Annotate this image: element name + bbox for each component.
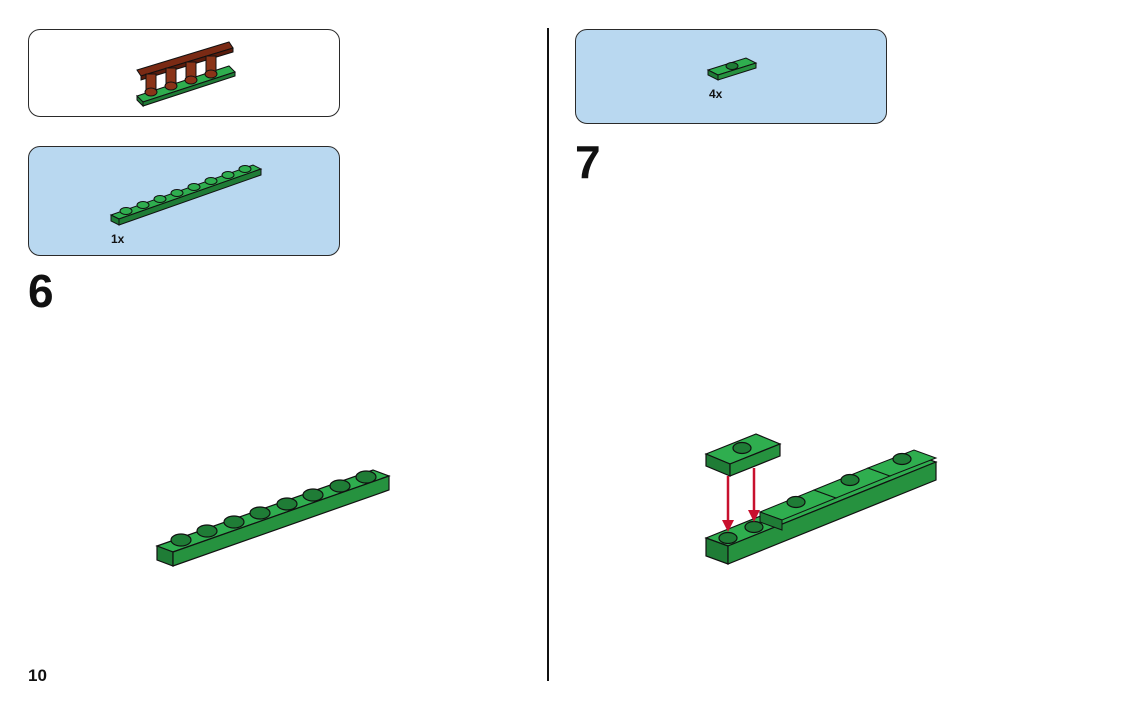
jumper-plate-placement-icon xyxy=(704,433,938,565)
parts-callout-step-6: 1x xyxy=(28,146,340,256)
page-divider xyxy=(547,28,549,681)
step-number-6: 6 xyxy=(28,265,54,317)
submodel-preview-box xyxy=(28,29,340,117)
green-1x8-plate-icon xyxy=(109,164,263,226)
step-number-7: 7 xyxy=(575,136,601,188)
part-quantity: 4x xyxy=(709,87,723,101)
brown-plate-with-pegs-on-green-plate-icon xyxy=(136,41,236,108)
green-1x8-plate-icon xyxy=(155,469,391,567)
parts-callout-step-7: 4x xyxy=(575,29,887,124)
green-1x2-jumper-plate-icon xyxy=(706,57,758,81)
part-quantity: 1x xyxy=(111,232,125,246)
page-number: 10 xyxy=(28,666,47,685)
